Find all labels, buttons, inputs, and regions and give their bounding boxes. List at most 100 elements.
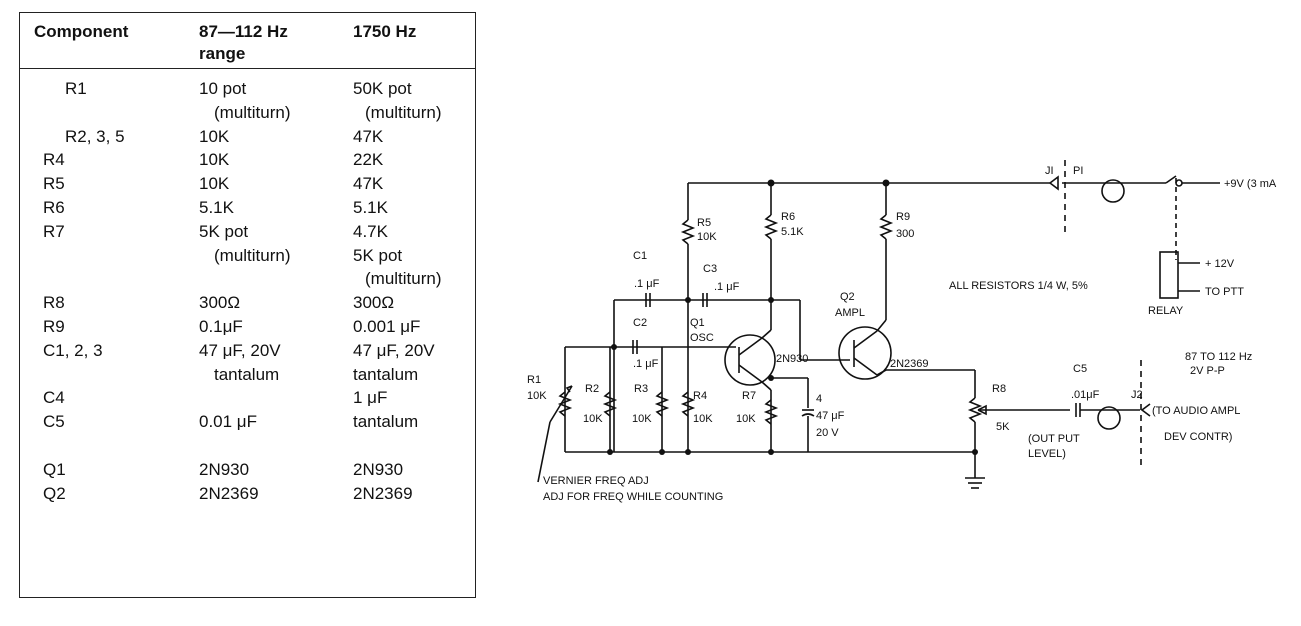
cell-range-a: 10 pot	[199, 79, 247, 98]
cell-range-a: 0.1μF	[199, 317, 243, 336]
label-p1: PI	[1073, 165, 1083, 177]
label-q1p: 2N930	[776, 353, 808, 365]
cell-range-b: 2N2369	[353, 483, 413, 503]
cell-range-b: (multiturn)	[365, 102, 442, 122]
label-r3v: 10K	[632, 413, 652, 425]
label-c2v: .1 μF	[633, 358, 659, 370]
cell-range-b: tantalum	[353, 412, 419, 432]
label-r9: R9	[896, 211, 910, 223]
cell-component: R5	[43, 174, 65, 194]
cell-range-a: 10K	[199, 174, 230, 194]
cell-range-a: (multiturn)	[214, 102, 291, 122]
label-r1v: 10K	[527, 390, 547, 402]
cell-component: C1, 2, 3	[43, 340, 103, 360]
label-r5: R5	[697, 217, 711, 229]
table-header: Component 87—112 Hz range 1750 Hz	[20, 13, 475, 69]
label-r9v: 300	[896, 228, 914, 240]
label-freq: 87 TO 112 Hz	[1185, 351, 1252, 363]
label-r3: R3	[634, 383, 648, 395]
cell-range-a: tantalum	[214, 364, 280, 384]
label-r6v: 5.1K	[781, 226, 804, 238]
label-toptt: TO PTT	[1205, 286, 1244, 298]
cell-range-b: 1 μF	[353, 388, 388, 408]
label-c1: C1	[633, 250, 647, 262]
label-q2: Q2	[840, 291, 855, 303]
cell-range-b: 4.7K	[353, 221, 388, 241]
label-q2b: AMPL	[835, 307, 865, 319]
circuit-schematic: JI PI +9V (3 mA R5 10K R6 5.1K R9 300 C1…	[527, 160, 1277, 503]
cell-component: Q1	[43, 460, 66, 479]
label-r2: R2	[585, 383, 599, 395]
label-vernier: VERNIER FREQ ADJ	[543, 475, 649, 487]
header-range-a: 87—112 Hz	[199, 22, 288, 41]
label-pp: 2V P-P	[1190, 365, 1225, 377]
label-r8: R8	[992, 383, 1006, 395]
label-j1: JI	[1045, 165, 1054, 177]
label-r5v: 10K	[697, 231, 717, 243]
label-supply: +9V (3 mA	[1224, 178, 1277, 190]
label-c5: C5	[1073, 363, 1087, 375]
cell-range-a: 2N930	[199, 460, 250, 479]
cell-component: Q2	[43, 483, 66, 503]
label-allres: ALL RESISTORS 1/4 W, 5%	[949, 280, 1088, 292]
cell-range-b: 0.001 μF	[353, 317, 421, 336]
label-r6: R6	[781, 211, 795, 223]
label-c4v2: 20 V	[816, 427, 839, 439]
cell-component: R8	[43, 293, 65, 313]
label-j2: J2	[1131, 389, 1143, 401]
cell-range-b: 2N930	[353, 460, 404, 479]
label-r8v: 5K	[996, 421, 1010, 433]
cell-range-a: 5K pot	[199, 221, 249, 241]
label-plus12: + 12V	[1205, 258, 1235, 270]
cell-range-a: 10K	[199, 126, 230, 146]
cell-range-a: 300Ω	[199, 293, 241, 313]
label-c3v: .1 μF	[714, 281, 740, 293]
cell-range-a: 5.1K	[199, 198, 234, 217]
cell-component: R4	[43, 150, 65, 170]
label-r4v: 10K	[693, 413, 713, 425]
label-c4v: 47 μF	[816, 410, 845, 422]
cell-component: R2, 3, 5	[65, 126, 125, 146]
cell-range-a: 47 μF, 20V	[199, 340, 281, 360]
label-q2p: 2N2369	[890, 358, 929, 370]
label-q1b: OSC	[690, 332, 714, 344]
label-r7v: 10K	[736, 413, 756, 425]
label-c2: C2	[633, 317, 647, 329]
cell-range-b: 22K	[353, 150, 384, 170]
header-range-sub: range	[199, 44, 246, 63]
label-outlevel: (OUT PUT	[1028, 433, 1080, 445]
cell-range-b: 50K pot	[353, 79, 412, 98]
cell-component: R9	[43, 317, 65, 336]
header-component: Component	[34, 22, 129, 41]
label-r1: R1	[527, 374, 541, 386]
label-q1: Q1	[690, 317, 705, 329]
cell-component: R6	[43, 198, 65, 217]
cell-range-b: (multiturn)	[365, 269, 442, 289]
label-vernier2: ADJ FOR FREQ WHILE COUNTING	[543, 491, 723, 503]
label-r4: R4	[693, 390, 707, 402]
cell-range-a: 0.01 μF	[199, 412, 257, 432]
cell-range-b: 47K	[353, 174, 384, 194]
component-table: Component 87—112 Hz range 1750 Hz R1 10 p…	[19, 12, 476, 598]
cell-component: C5	[43, 412, 65, 432]
cell-range-b: 300Ω	[353, 293, 395, 313]
cell-range-a: (multiturn)	[214, 245, 291, 265]
cell-range-b: 5K pot	[353, 245, 403, 265]
cell-component: R7	[43, 221, 65, 241]
cell-range-a: 10K	[199, 150, 230, 170]
cell-range-b: 47K	[353, 126, 384, 146]
label-c3: C3	[703, 263, 717, 275]
cell-range-b: tantalum	[353, 364, 419, 384]
label-outlevel2: LEVEL)	[1028, 448, 1066, 460]
cell-component: C4	[43, 388, 65, 408]
label-audio: (TO AUDIO AMPL	[1152, 405, 1240, 417]
cell-range-b: 47 μF, 20V	[353, 340, 435, 360]
label-relay: RELAY	[1148, 305, 1184, 317]
header-range-b: 1750 Hz	[353, 22, 417, 41]
label-c5v: .01μF	[1071, 389, 1100, 401]
label-audio2: DEV CONTR)	[1164, 431, 1232, 443]
cell-range-b: 5.1K	[353, 198, 388, 217]
label-c4: 4	[816, 393, 822, 405]
cell-component: R1	[65, 79, 87, 98]
cell-range-a: 2N2369	[199, 483, 259, 503]
